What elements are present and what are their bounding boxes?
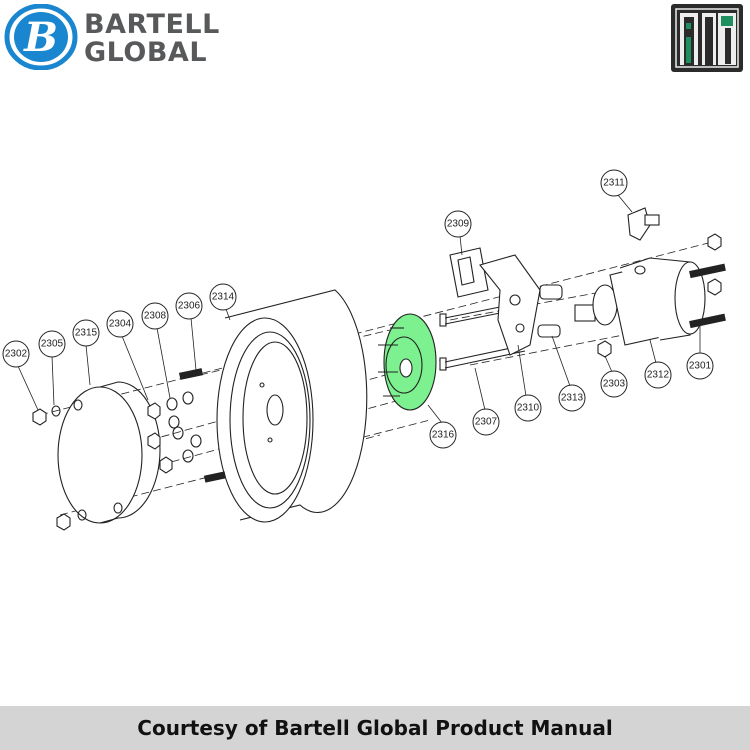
al-logo-icon [671, 4, 743, 72]
part-2316-hub [378, 313, 437, 411]
leader-lines [17, 194, 701, 424]
fasteners-left [32, 368, 227, 531]
callout-label: 2310 [517, 403, 540, 414]
logo-line-1: BARTELL [84, 9, 220, 40]
part-2309-2310-bracket [449, 247, 541, 356]
callout-2308: 2308 [141, 302, 169, 330]
bartell-global-wordmark: BARTELL GLOBAL [84, 11, 220, 67]
callout-label: 2309 [447, 219, 470, 230]
callout-2307: 2307 [472, 408, 500, 436]
callout-label: 2302 [5, 349, 28, 360]
callout-label: 2305 [41, 339, 64, 350]
callout-label: 2311 [603, 178, 625, 189]
callout-label: 2315 [75, 328, 98, 339]
bartell-b-emblem-icon: B [4, 3, 78, 71]
callout-label: 2303 [603, 379, 626, 390]
exploded-parts-diagram: 2302 2305 2315 2304 2308 2306 2314 2309 … [2, 169, 726, 531]
footer-caption: Courtesy of Bartell Global Product Manua… [137, 716, 613, 740]
logo-line-2: GLOBAL [84, 37, 208, 68]
part-2314-wheel [216, 289, 368, 523]
callout-label: 2313 [561, 393, 584, 404]
callout-label: 2307 [475, 417, 498, 428]
callout-2310: 2310 [514, 394, 542, 422]
part-2312-motor [574, 233, 726, 358]
callout-2311: 2311 [600, 169, 628, 197]
callout-2302: 2302 [2, 340, 30, 368]
callout-label: 2306 [178, 301, 201, 312]
callout-2303: 2303 [600, 370, 628, 398]
callout-label: 2301 [689, 361, 712, 372]
callout-label: 2304 [109, 319, 132, 330]
bartell-global-logo: B BARTELL GLOBAL [4, 3, 224, 71]
footer-caption-bar: Courtesy of Bartell Global Product Manua… [0, 706, 750, 750]
callout-2301: 2301 [686, 352, 714, 380]
callout-2305: 2305 [38, 330, 66, 358]
callout-2314: 2314 [209, 283, 237, 311]
callout-2315: 2315 [72, 319, 100, 347]
callout-label: 2316 [432, 430, 455, 441]
callout-label: 2312 [647, 370, 670, 381]
callout-label: 2308 [144, 311, 167, 322]
callout-2306: 2306 [175, 292, 203, 320]
part-2311-elbow-fitting [627, 207, 660, 241]
part-2313-spacers [537, 284, 563, 338]
callout-2309: 2309 [444, 210, 472, 238]
callout-label: 2314 [212, 292, 235, 303]
callout-2316: 2316 [429, 421, 457, 449]
part-2315-cover-plate [57, 381, 161, 524]
callout-2313: 2313 [558, 384, 586, 412]
callout-2312: 2312 [644, 361, 672, 389]
svg-text:B: B [23, 14, 58, 61]
callout-2304: 2304 [106, 310, 134, 338]
